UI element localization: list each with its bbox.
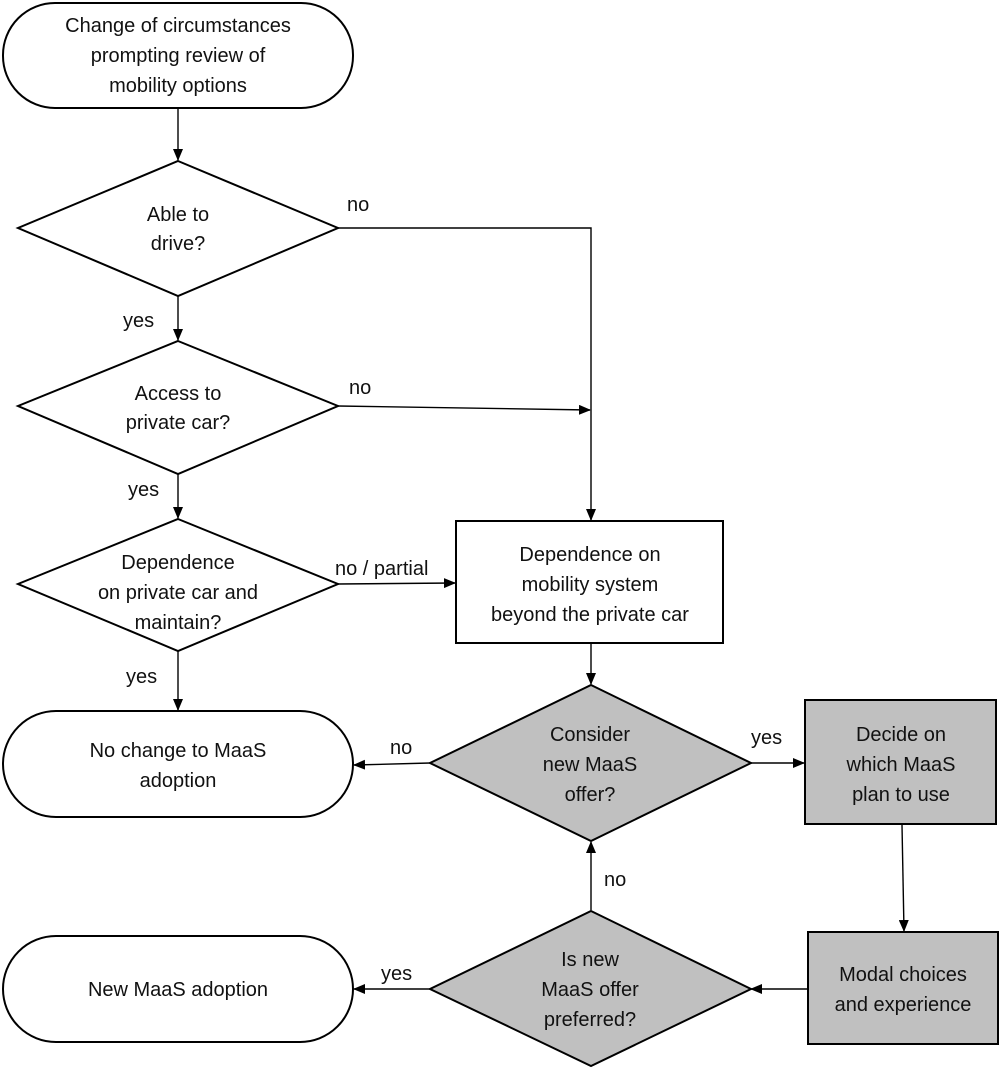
modal-line-2: and experience	[835, 994, 972, 1016]
label-dependence-yes: yes	[126, 666, 157, 688]
edge-consider-no	[353, 759, 431, 770]
dependence-private-car-decision	[15, 517, 341, 653]
able-to-drive-decision	[15, 159, 341, 298]
label-preferred-no: no	[604, 869, 626, 891]
consider-line-3: offer?	[565, 784, 616, 806]
access-line-2: private car?	[126, 412, 231, 434]
no-change-terminal	[2, 710, 354, 818]
modal-line-1: Modal choices	[839, 964, 967, 986]
dependence-line-2: on private car and	[98, 582, 258, 604]
access-private-car-decision	[15, 339, 341, 476]
node-texts: Change of circumstances prompting review…	[65, 15, 971, 1031]
no-change-line-1: No change to MaaS	[90, 740, 267, 762]
preferred-line-1: Is new	[561, 949, 619, 971]
label-access-yes: yes	[128, 479, 159, 501]
label-access-no: no	[349, 377, 371, 399]
start-line-1: Change of circumstances	[65, 15, 291, 37]
label-consider-yes: yes	[751, 727, 782, 749]
no-change-line-2: adoption	[140, 770, 217, 792]
connectors	[173, 108, 909, 994]
label-preferred-yes: yes	[381, 963, 412, 985]
label-consider-no: no	[390, 737, 412, 759]
new-adoption-line-1: New MaaS adoption	[88, 979, 268, 1001]
dependence-line-3: maintain?	[135, 612, 222, 634]
edge-labels: no yes no yes no / partial yes no yes no…	[123, 194, 782, 985]
edge-decide-to-modal	[898, 824, 909, 932]
edge-able-no	[338, 227, 596, 521]
start-terminal	[2, 2, 354, 109]
preferred-line-2: MaaS offer	[541, 979, 639, 1001]
dependence-mobility-system-box	[455, 520, 724, 644]
start-line-3: mobility options	[109, 75, 247, 97]
consider-offer-decision	[427, 683, 754, 843]
label-able-no: no	[347, 194, 369, 216]
edge-dependence-partial	[337, 578, 456, 589]
decide-line-3: plan to use	[852, 784, 950, 806]
mobility-line-3: beyond the private car	[491, 604, 689, 626]
able-line-1: Able to	[147, 204, 209, 226]
offer-preferred-decision	[427, 909, 754, 1068]
label-able-yes: yes	[123, 310, 154, 332]
decide-line-2: which MaaS	[846, 754, 956, 776]
consider-line-2: new MaaS	[543, 754, 638, 776]
dependence-line-1: Dependence	[121, 552, 234, 574]
consider-line-1: Consider	[550, 724, 630, 746]
decide-plan-box	[804, 699, 997, 825]
mobility-line-2: mobility system	[522, 574, 659, 596]
label-dependence-partial: no / partial	[335, 558, 428, 580]
able-line-2: drive?	[151, 233, 205, 255]
decide-line-1: Decide on	[856, 724, 946, 746]
access-line-1: Access to	[135, 383, 222, 405]
new-adoption-terminal	[2, 935, 354, 1043]
edge-access-no	[337, 404, 591, 415]
preferred-line-3: preferred?	[544, 1009, 636, 1031]
modal-choices-box	[807, 931, 999, 1045]
start-line-2: prompting review of	[91, 45, 266, 67]
mobility-line-1: Dependence on	[519, 544, 660, 566]
